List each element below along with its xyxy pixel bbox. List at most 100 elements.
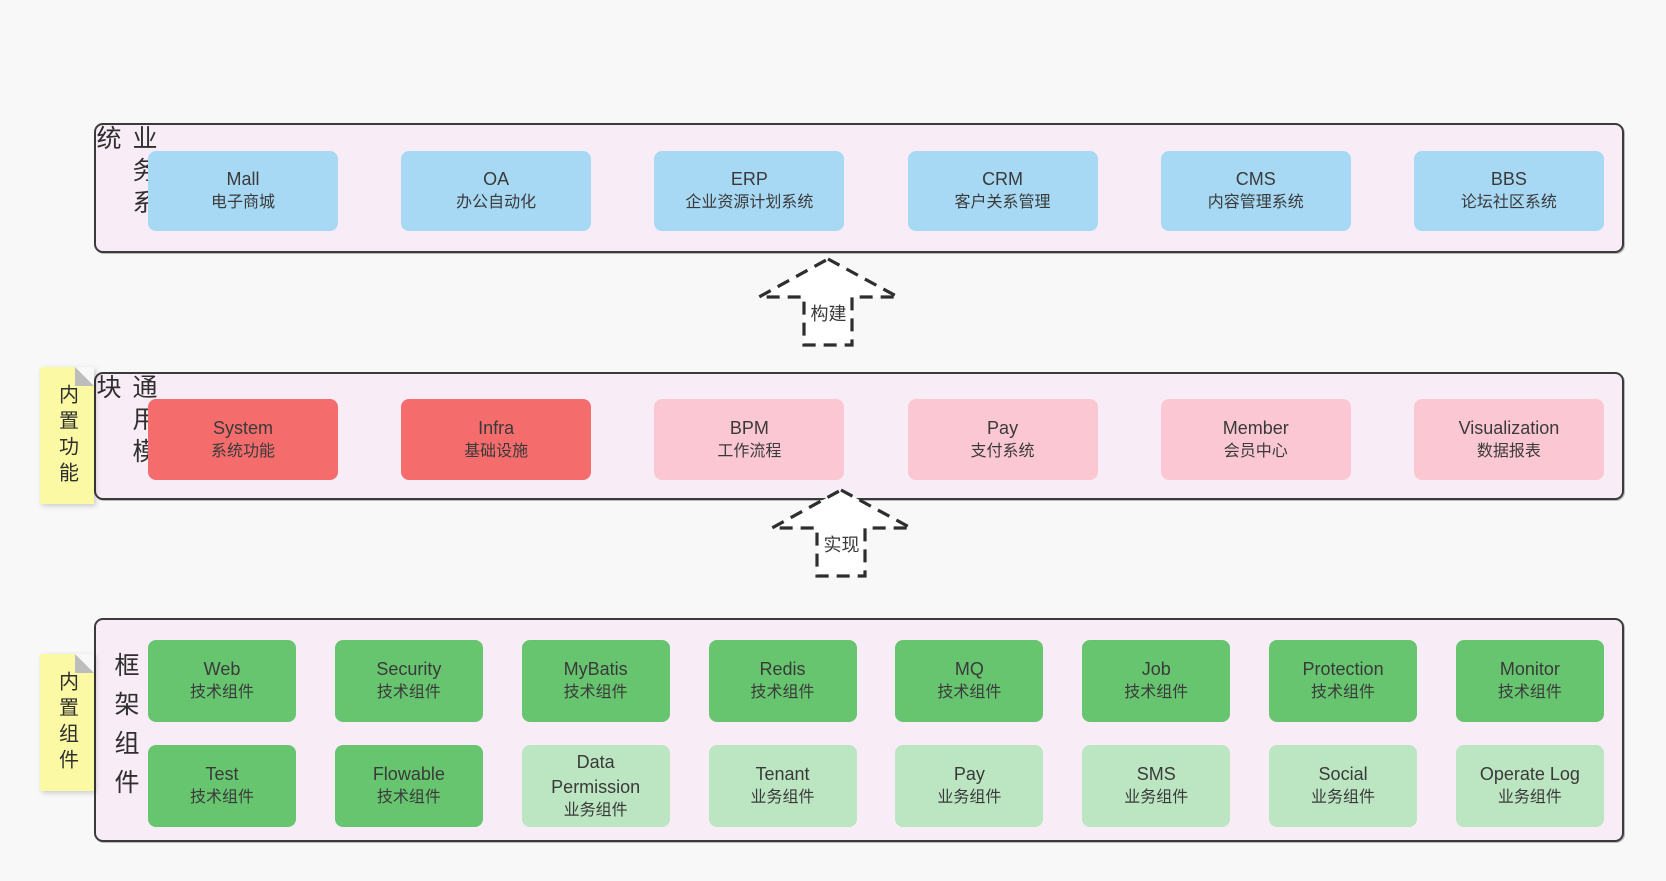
box-operate-log: Operate Log 业务组件 [1455, 745, 1604, 827]
box-subtitle: 技术组件 [563, 684, 628, 702]
box-subtitle: 技术组件 [1311, 684, 1376, 702]
box-subtitle: 技术组件 [1124, 684, 1189, 702]
box-title: Visualization [1458, 417, 1560, 438]
box-title: Tenant [755, 764, 810, 785]
box-subtitle: 基础设施 [464, 442, 529, 460]
box-job: Job 技术组件 [1082, 640, 1231, 722]
box-subtitle: 内容管理系统 [1207, 194, 1304, 212]
box-title: SMS [1136, 764, 1176, 785]
box-security: Security 技术组件 [334, 640, 483, 722]
box-oa: OA 办公自动化 [401, 151, 592, 231]
box-subtitle: 技术组件 [376, 789, 441, 807]
note-label: 内置功能 [55, 383, 78, 488]
box-subtitle: 企业资源计划系统 [685, 194, 814, 212]
arrow-label: 实现 [821, 531, 862, 557]
box-subtitle: 数据报表 [1476, 442, 1541, 460]
box-subtitle: 技术组件 [750, 684, 815, 702]
box-title: MyBatis [563, 659, 628, 680]
box-subtitle: 业务组件 [1311, 789, 1376, 807]
box-title: Pay [987, 417, 1019, 438]
box-subtitle: 会员中心 [1223, 442, 1288, 460]
box-subtitle: 业务组件 [937, 789, 1002, 807]
box-crm: CRM 客户关系管理 [907, 151, 1098, 231]
box-title: Member [1222, 417, 1289, 438]
box-protection: Protection 技术组件 [1269, 640, 1418, 722]
box-subtitle: 办公自动化 [456, 194, 537, 212]
common-modules-row: System 系统功能 Infra 基础设施 BPM 工作流程 Pay 支付系统… [148, 399, 1604, 480]
framework-components-row-1: Web 技术组件 Security 技术组件 MyBatis 技术组件 Redi… [148, 640, 1604, 722]
box-sms: SMS 业务组件 [1082, 745, 1231, 827]
box-data-permission: Data Permission 业务组件 [521, 745, 670, 827]
box-tenant: Tenant 业务组件 [708, 745, 857, 827]
box-subtitle: 技术组件 [376, 684, 441, 702]
box-title: Web [203, 659, 241, 680]
box-redis: Redis 技术组件 [708, 640, 857, 722]
box-title: Data Permission [551, 751, 641, 797]
box-title: ERP [730, 169, 768, 190]
box-title: CRM [982, 169, 1024, 190]
box-title: Pay [953, 764, 985, 785]
box-title: BPM [729, 417, 769, 438]
box-subtitle: 技术组件 [189, 684, 254, 702]
box-title: CMS [1235, 169, 1276, 190]
sticky-note-builtin-features: 内置功能 [40, 367, 94, 504]
box-subtitle: 论坛社区系统 [1460, 194, 1557, 212]
box-subtitle: 业务组件 [563, 801, 628, 819]
box-test: Test 技术组件 [148, 745, 296, 827]
box-pay-component: Pay 业务组件 [895, 745, 1044, 827]
box-subtitle: 技术组件 [937, 684, 1002, 702]
framework-components-row-2: Test 技术组件 Flowable 技术组件 Data Permission … [148, 745, 1604, 827]
box-mybatis: MyBatis 技术组件 [521, 640, 670, 722]
box-web: Web 技术组件 [148, 640, 296, 722]
sticky-note-builtin-components: 内置组件 [40, 654, 94, 791]
box-title: Infra [478, 417, 515, 438]
box-mq: MQ 技术组件 [895, 640, 1044, 722]
band-side-label: 通用模块 [93, 374, 157, 470]
band-side-label: 业务系统 [93, 125, 157, 221]
box-title: System [212, 417, 273, 438]
box-subtitle: 业务组件 [1497, 789, 1562, 807]
business-systems-row: Mall 电子商城 OA 办公自动化 ERP 企业资源计划系统 CRM 客户关系… [148, 151, 1604, 231]
band-common-modules: 通用模块 System 系统功能 Infra 基础设施 BPM 工作流程 Pay… [93, 372, 1624, 500]
box-title: Social [1318, 764, 1368, 785]
box-cms: CMS 内容管理系统 [1160, 151, 1351, 231]
box-visualization: Visualization 数据报表 [1413, 399, 1604, 480]
box-member: Member 会员中心 [1160, 399, 1351, 480]
arrow-label: 构建 [808, 300, 849, 326]
box-title: Monitor [1499, 659, 1560, 680]
box-pay: Pay 支付系统 [907, 399, 1098, 480]
box-subtitle: 业务组件 [750, 789, 815, 807]
box-flowable: Flowable 技术组件 [334, 745, 483, 827]
box-monitor: Monitor 技术组件 [1455, 640, 1604, 722]
band-framework-components: 框架组件 Web 技术组件 Security 技术组件 MyBatis 技术组件… [94, 618, 1624, 842]
box-title: MQ [954, 659, 984, 680]
box-title: Test [205, 764, 239, 785]
arrow-implement-icon: 实现 [769, 487, 914, 579]
box-subtitle: 业务组件 [1124, 789, 1189, 807]
box-subtitle: 技术组件 [1497, 684, 1562, 702]
box-title: Operate Log [1479, 764, 1580, 785]
box-title: Flowable [372, 764, 445, 785]
box-title: Mall [226, 169, 260, 190]
box-title: Protection [1302, 659, 1384, 680]
box-subtitle: 系统功能 [210, 442, 275, 460]
box-title: Job [1141, 659, 1171, 680]
arrow-build-icon: 构建 [756, 256, 901, 348]
box-title: Security [376, 659, 442, 680]
band-side-label: 框架组件 [111, 652, 139, 808]
box-title: BBS [1490, 169, 1527, 190]
box-infra: Infra 基础设施 [401, 399, 592, 480]
box-bbs: BBS 论坛社区系统 [1413, 151, 1604, 231]
box-subtitle: 电子商城 [210, 194, 275, 212]
box-subtitle: 支付系统 [970, 442, 1035, 460]
box-social: Social 业务组件 [1269, 745, 1418, 827]
box-subtitle: 工作流程 [717, 442, 782, 460]
box-title: OA [483, 169, 510, 190]
band-business-systems: 业务系统 Mall 电子商城 OA 办公自动化 ERP 企业资源计划系统 CRM… [93, 123, 1624, 253]
note-label: 内置组件 [55, 670, 78, 775]
box-subtitle: 客户关系管理 [954, 194, 1051, 212]
box-erp: ERP 企业资源计划系统 [654, 151, 845, 231]
box-system: System 系统功能 [148, 399, 338, 480]
box-title: Redis [759, 659, 806, 680]
